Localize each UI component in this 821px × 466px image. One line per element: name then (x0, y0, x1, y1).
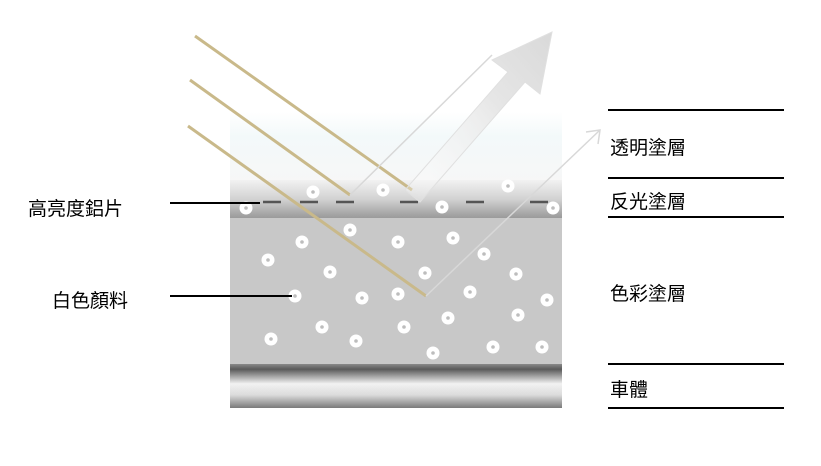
reflected-arrowhead (585, 129, 601, 145)
pigment-particle-core (381, 188, 385, 192)
pigment-particle-core (244, 206, 248, 210)
car-body-label: 車體 (610, 379, 648, 401)
pigment-particle-core (431, 351, 435, 355)
pigment-particle-core (491, 345, 495, 349)
pigment-particle-core (328, 270, 332, 274)
pigment-particle-core (423, 271, 427, 275)
pigment-particle-core (440, 205, 444, 209)
reflected-ray (425, 129, 601, 297)
color-coat-label: 色彩塗層 (610, 282, 686, 305)
car-body-layer (230, 364, 562, 408)
pigment-particle-core (320, 325, 324, 329)
white-pigment-label: 白色顏料 (52, 290, 128, 312)
pigment-particle-core (551, 206, 555, 210)
light-ray (189, 78, 351, 197)
pigment-particle-core (293, 294, 297, 298)
pigment-particle-core (482, 252, 486, 256)
light-ray (187, 124, 427, 298)
aluminum-flake-label: 高亮度鋁片 (28, 198, 123, 220)
reflected-ray (349, 54, 493, 196)
pigment-particle-core (269, 337, 273, 341)
pigment-particle-core (540, 345, 544, 349)
pigment-particle-core (311, 190, 315, 194)
light-ray (194, 34, 413, 192)
pigment-particle-core (545, 298, 549, 302)
pigment-particle-core (396, 240, 400, 244)
pigment-particle-core (446, 316, 450, 320)
reflected-light-thin (349, 54, 601, 297)
clear-coat-label: 透明塗層 (610, 136, 686, 159)
pigment-particle-core (396, 292, 400, 296)
pigment-particle-core (266, 258, 270, 262)
pigment-particle-core (468, 290, 472, 294)
reflective-coat-label: 反光塗層 (610, 190, 686, 213)
pigment-particle-core (514, 272, 518, 276)
pigment-particle-core (360, 296, 364, 300)
incident-light-rays (187, 34, 427, 298)
pigment-particle-core (402, 325, 406, 329)
clear-coat-layer (230, 112, 562, 182)
pigment-particle-core (516, 313, 520, 317)
pigment-particle-core (354, 339, 358, 343)
pigment-particle-core (451, 236, 455, 240)
white-pigment-particles (239, 179, 560, 360)
pigment-particle-core (348, 228, 352, 232)
pigment-particle-core (506, 184, 510, 188)
reflected-light-arrow (404, 31, 553, 203)
layer-separators (608, 109, 784, 409)
pigment-particle-core (300, 240, 304, 244)
